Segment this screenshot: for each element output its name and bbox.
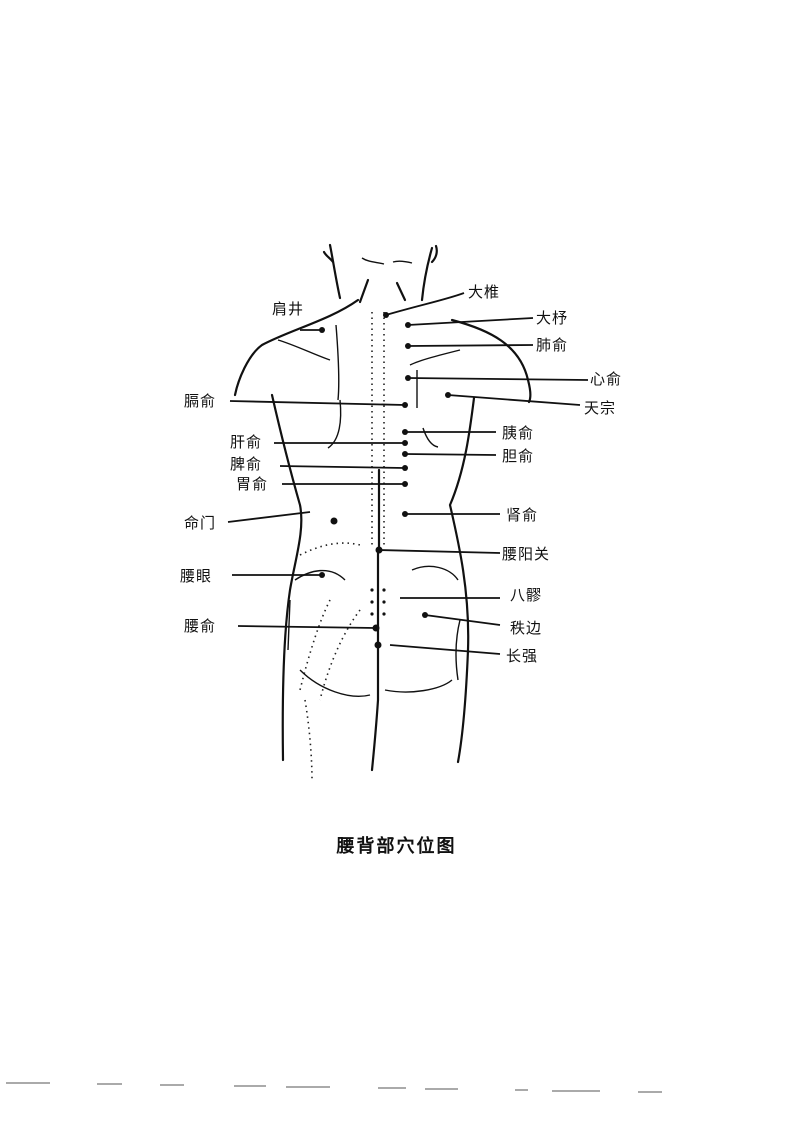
acupoint-label-yishu: 胰俞 — [502, 424, 535, 442]
figure-caption: 腰背部穴位图 — [336, 836, 457, 857]
acupoint-label-jianjing: 肩井 — [272, 300, 305, 318]
acupoint-label-changqiang: 长强 — [506, 647, 539, 665]
acupoint-label-ganshu: 肝俞 — [230, 433, 263, 451]
acupoint-label-yaoyangguan: 腰阳关 — [502, 545, 551, 563]
acupoint-label-dazhu: 大杼 — [536, 309, 569, 327]
acupoint-label-yaoyan: 腰眼 — [180, 567, 213, 585]
acupoint-label-weishu: 胃俞 — [236, 475, 269, 493]
acupoint-label-shenshu: 肾俞 — [506, 506, 539, 524]
acupoint-label-yaoshu: 腰俞 — [184, 617, 217, 635]
acupoint-label-pishu: 脾俞 — [230, 455, 263, 473]
acupoint-label-xinshu: 心俞 — [590, 370, 623, 388]
acupoint-label-danshu: 胆俞 — [502, 447, 535, 465]
acupoint-label-zhibian: 秩边 — [510, 619, 543, 637]
sacral-foramina-dots — [370, 588, 386, 616]
acupoint-label-tianzong: 天宗 — [584, 399, 617, 417]
acupoint-markers — [319, 312, 451, 649]
acupoint-label-baliao: 八髎 — [510, 586, 543, 604]
acupoint-label-geshu: 膈俞 — [184, 392, 217, 410]
scan-artifacts — [6, 1082, 662, 1093]
acupoint-label-dazhui: 大椎 — [468, 283, 501, 301]
acupoint-label-mingmen: 命门 — [184, 514, 217, 532]
acupoint-label-feishu: 肺俞 — [536, 336, 569, 354]
